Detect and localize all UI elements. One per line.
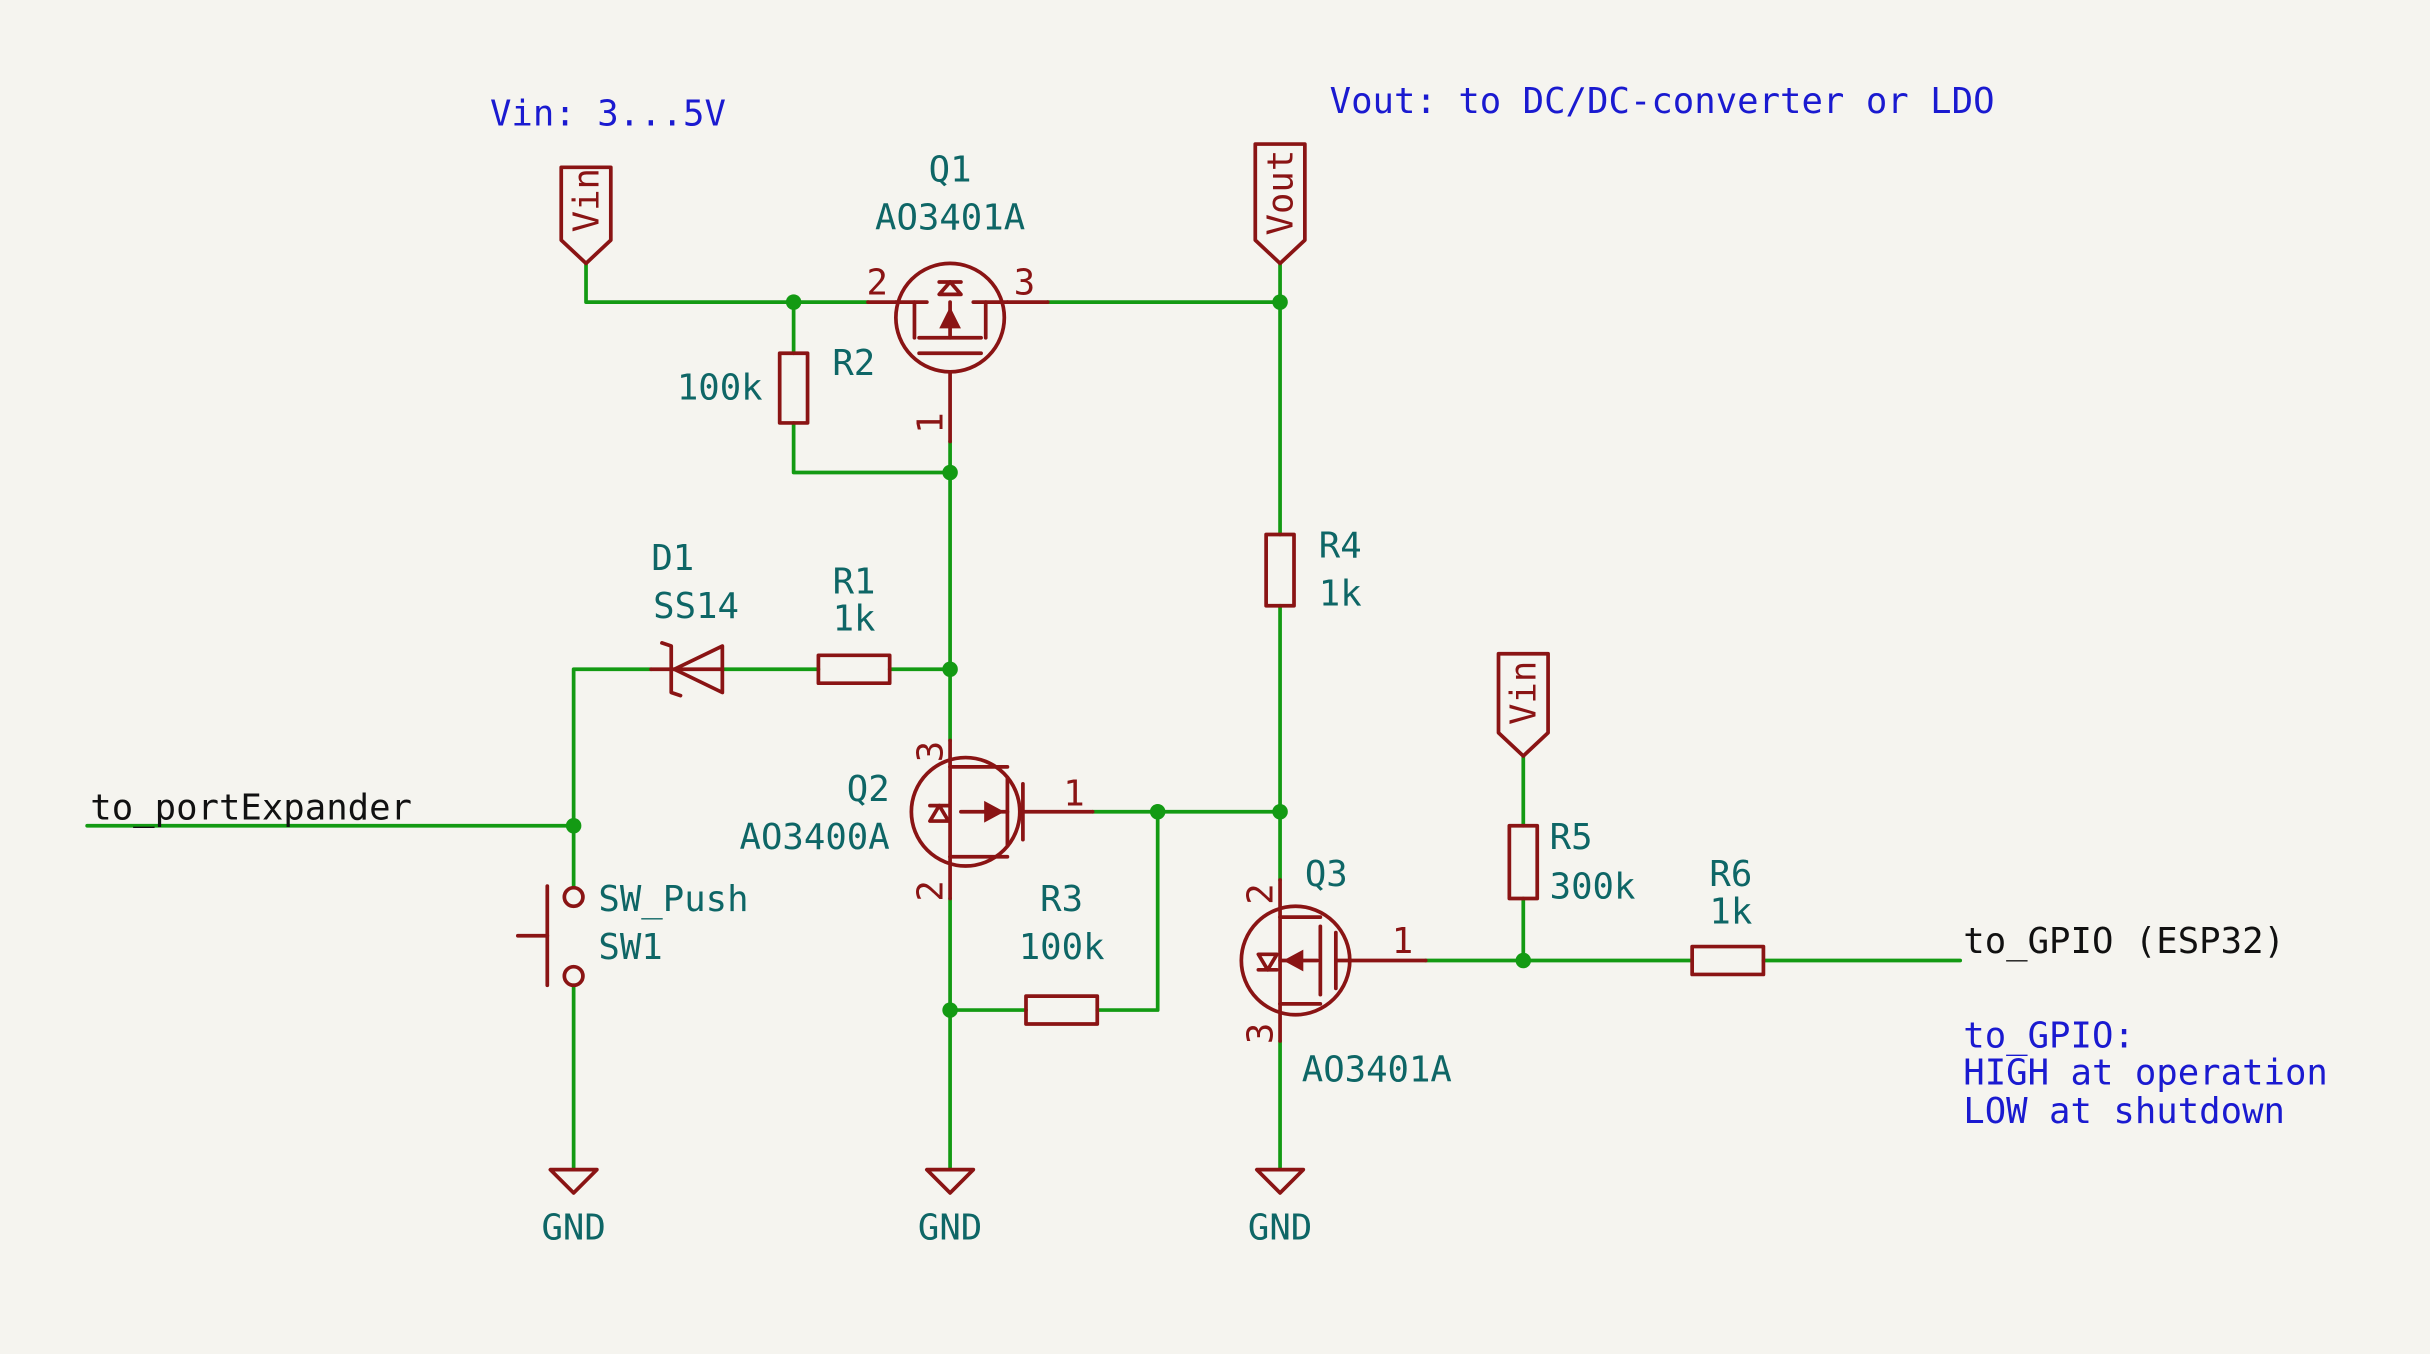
junction-dot [1272, 804, 1288, 820]
r6-ref: R6 [1709, 854, 1752, 895]
mosfet-q2: 3 1 2 Q2 AO3400A [740, 738, 1095, 902]
net-label-port-expander: to_portExpander [90, 788, 412, 829]
vin-note: Vin: 3...5V [490, 93, 726, 134]
r6-value: 1k [1709, 891, 1752, 932]
gpio-note-line-1: to_GPIO: [1963, 1015, 2135, 1056]
vin-right-label: Vin [1504, 661, 1545, 725]
q3-pin1: 1 [1392, 921, 1413, 962]
gnd-symbol-2: GND [918, 1167, 982, 1248]
q2-ref: Q2 [847, 769, 890, 810]
r5-value: 300k [1550, 867, 1636, 908]
sw1-value: SW_Push [598, 879, 748, 920]
junction-dot [565, 817, 582, 834]
q2-pin2: 2 [910, 880, 951, 901]
junction-dot [1515, 952, 1532, 969]
q3-value: AO3401A [1302, 1049, 1452, 1090]
junction-dot [785, 294, 802, 310]
vin-top-label: Vin [566, 168, 607, 232]
vin-top-flag: Vin [559, 165, 613, 266]
vin-right-flag: Vin [1496, 651, 1550, 758]
mosfet-q1: 2 3 1 Q1 AO3401A [866, 149, 1050, 444]
junction-dot [1272, 294, 1288, 310]
r2-value: 100k [677, 368, 763, 409]
q1-pin1: 1 [910, 412, 951, 433]
r4-ref: R4 [1319, 526, 1362, 567]
junction-dot [942, 464, 958, 481]
resistor-r4: R4 1k [1264, 526, 1362, 615]
vout-note: Vout: to DC/DC-converter or LDO [1330, 81, 1995, 122]
q2-pin3: 3 [910, 741, 951, 762]
gnd-symbol-3: GND [1248, 1167, 1312, 1248]
wires [85, 261, 1963, 1172]
gpio-note-line-3: LOW at shutdown [1963, 1091, 2285, 1132]
resistor-r6: R6 1k [1690, 854, 1766, 977]
gpio-note-line-2: HIGH at operation [1963, 1052, 2328, 1093]
d1-ref: D1 [651, 538, 694, 579]
diode-d1: D1 SS14 [649, 538, 739, 698]
resistor-r5: R5 300k [1507, 817, 1636, 908]
switch-sw1: SW_Push SW1 [516, 879, 749, 988]
q3-pin2: 2 [1240, 883, 1281, 904]
junction-dot [1149, 804, 1166, 820]
q1-ref: Q1 [929, 149, 972, 190]
r3-ref: R3 [1040, 879, 1083, 920]
gnd-label: GND [918, 1207, 982, 1248]
r4-value: 1k [1319, 574, 1362, 615]
r1-value: 1k [833, 599, 876, 640]
q1-pin2: 2 [867, 262, 888, 303]
mosfet-q3: 2 1 3 Q3 AO3401A [1239, 854, 1452, 1090]
resistor-r2: R2 100k [677, 343, 875, 425]
gnd-symbol-1: GND [541, 1167, 606, 1248]
gnd-label: GND [1248, 1207, 1312, 1248]
q1-value: AO3401A [875, 197, 1025, 238]
q1-pin3: 3 [1014, 262, 1035, 303]
junction-dot [942, 1002, 958, 1018]
q3-pin3: 3 [1240, 1023, 1281, 1044]
d1-value: SS14 [653, 586, 739, 627]
vout-top-flag: Vout [1253, 142, 1307, 266]
r1-ref: R1 [833, 561, 876, 602]
sw1-ref: SW1 [598, 927, 662, 968]
net-label-gpio: to_GPIO (ESP32) [1963, 921, 2285, 962]
r3-value: 100k [1019, 927, 1105, 968]
r5-ref: R5 [1550, 817, 1593, 858]
junctions [565, 294, 1532, 1018]
r2-ref: R2 [832, 343, 875, 384]
q3-ref: Q3 [1305, 854, 1348, 895]
vout-top-label: Vout [1260, 150, 1301, 236]
q2-value: AO3400A [740, 817, 890, 858]
q2-pin1: 1 [1063, 774, 1084, 815]
gnd-label: GND [541, 1207, 605, 1248]
resistor-r3: R3 100k [1019, 879, 1105, 1026]
junction-dot [942, 661, 958, 677]
resistor-r1: R1 1k [816, 561, 892, 686]
